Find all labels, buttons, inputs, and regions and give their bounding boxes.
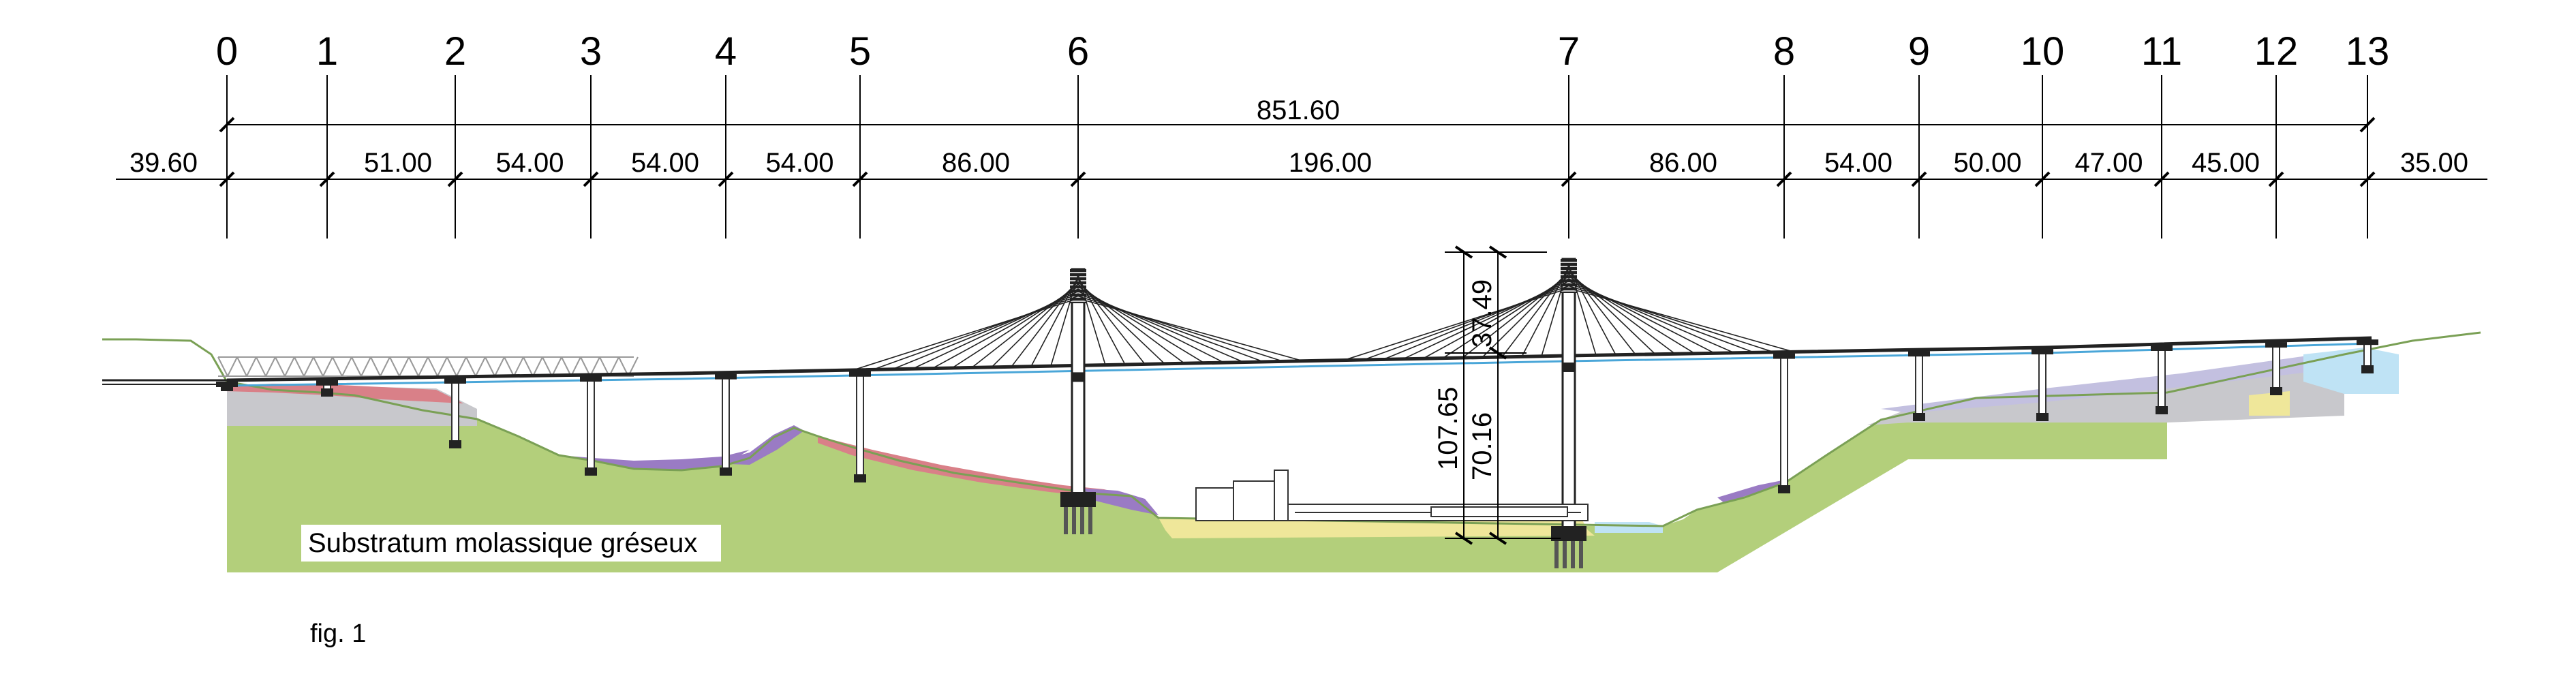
pier-label-10: 10 (2021, 29, 2065, 74)
pylon-7 (1561, 258, 1576, 540)
bearing-9 (1908, 351, 1930, 357)
footing-2 (449, 440, 461, 448)
footing-11 (2156, 406, 2168, 414)
bearing-12 (2265, 342, 2287, 348)
pier-label-2: 2 (444, 29, 466, 74)
pier-3 (587, 376, 595, 472)
deck-underside (226, 342, 2372, 387)
span-label-4: 54.00 (765, 148, 833, 178)
pier-label-6: 6 (1067, 29, 1089, 74)
pier-label-13: 13 (2346, 29, 2390, 74)
pier-5 (856, 371, 864, 478)
footing-9 (1913, 413, 1925, 421)
deck-main (226, 336, 2372, 382)
pier-label-7: 7 (1558, 29, 1580, 74)
bearing-11 (2151, 345, 2173, 351)
span-label-3: 54.00 (631, 148, 699, 178)
bearing-5 (849, 371, 871, 377)
bearing-1 (316, 380, 338, 386)
bearing-10 (2031, 349, 2053, 355)
pylon-footing-6 (1060, 492, 1096, 507)
figure-caption: fig. 1 (310, 619, 366, 648)
span-label-6: 196.00 (1289, 148, 1372, 178)
dim-deck-height: 70.16 (1467, 412, 1497, 480)
footing-5 (854, 474, 866, 482)
water-right (2303, 348, 2399, 394)
span-label-7: 86.00 (1649, 148, 1717, 178)
river-water (1595, 522, 1663, 533)
footing-10 (2036, 413, 2049, 421)
pier-label-0: 0 (216, 29, 238, 74)
span-label-1: 51.00 (364, 148, 432, 178)
end-right-label: 35.00 (2400, 148, 2468, 178)
pier-label-8: 8 (1773, 29, 1795, 74)
pier-2 (451, 378, 459, 444)
total-length-label: 851.60 (1257, 95, 1340, 125)
alluvium-right (2249, 391, 2290, 416)
pier-8 (1780, 354, 1788, 489)
pier-label-11: 11 (2141, 29, 2182, 74)
industrial-buildings (1195, 470, 1589, 521)
pylons (853, 258, 1794, 568)
span-label-2: 54.00 (495, 148, 564, 178)
piers (216, 339, 2378, 493)
end-left-label: 39.60 (129, 148, 198, 178)
span-label-9: 50.00 (1953, 148, 2021, 178)
footing-0 (221, 383, 233, 391)
footing-3 (585, 467, 597, 476)
span-label-8: 54.00 (1824, 148, 1892, 178)
bearing-4 (715, 373, 737, 380)
span-label-10: 47.00 (2074, 148, 2143, 178)
bearing-8 (1773, 353, 1795, 359)
clay-pocket-1 (559, 450, 750, 470)
pier-12 (2272, 343, 2280, 391)
pier-label-3: 3 (580, 29, 602, 74)
left-approach-truss (217, 356, 639, 377)
pier-9 (1915, 352, 1923, 417)
span-label-11: 45.00 (2192, 148, 2260, 178)
pylon-footing-7 (1551, 526, 1586, 541)
bearing-2 (444, 378, 466, 384)
substratum-label: Substratum molassique gréseux (308, 528, 697, 558)
bearing-3 (580, 375, 602, 382)
footing-13 (2361, 365, 2374, 373)
footing-1 (321, 388, 333, 397)
pier-4 (722, 374, 730, 472)
silt-slope (818, 436, 1159, 515)
bridge-deck (102, 336, 2372, 387)
substratum-label-box (301, 525, 721, 562)
footing-4 (720, 467, 732, 476)
pier-label-9: 9 (1908, 29, 1930, 74)
pier-10 (2038, 350, 2046, 417)
pier-label-1: 1 (316, 29, 338, 74)
pylon-height-dimensions (1445, 245, 1561, 545)
pier-label-5: 5 (849, 29, 871, 74)
pier-label-12: 12 (2254, 29, 2299, 74)
dim-full-height: 107.65 (1433, 387, 1463, 470)
dim-top-mast: 37.49 (1467, 279, 1497, 348)
dimension-lines (116, 75, 2487, 239)
bearing-13 (2357, 339, 2378, 345)
span-label-5: 86.00 (942, 148, 1010, 178)
footing-12 (2270, 387, 2282, 395)
clay-right (1717, 480, 1785, 503)
footing-8 (1778, 485, 1790, 493)
pier-label-4: 4 (715, 29, 737, 74)
pier-11 (2158, 345, 2166, 410)
pylon-6 (1071, 268, 1086, 506)
